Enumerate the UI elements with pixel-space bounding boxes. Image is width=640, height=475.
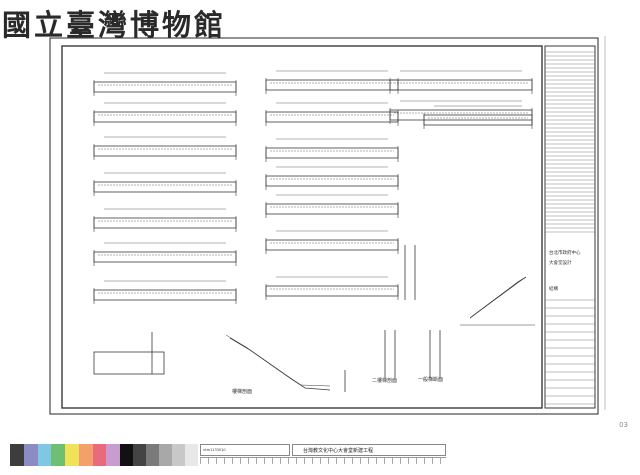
color-swatch xyxy=(51,444,65,466)
gray-swatch xyxy=(159,444,172,466)
catalog-id: ntm1133010 xyxy=(200,444,290,456)
beam-section xyxy=(265,175,399,187)
scale-ruler xyxy=(200,457,446,464)
grayscale-calibration-strip xyxy=(120,444,198,466)
beam-section xyxy=(265,239,399,251)
footer-caption: 台灣教文化中心大會堂新建工程 xyxy=(292,444,446,456)
color-swatch xyxy=(65,444,79,466)
beam-section xyxy=(93,217,237,229)
beam-section xyxy=(265,79,399,91)
title-block-line: 結構 xyxy=(549,285,558,292)
beam-section xyxy=(389,79,533,91)
beam-section xyxy=(93,111,237,123)
section-a-label: 樓梯剖面 xyxy=(232,388,252,395)
beam-section xyxy=(265,147,399,159)
page-number: 03 xyxy=(619,421,628,429)
color-swatch xyxy=(37,444,52,466)
beam-section xyxy=(265,111,399,123)
beam-section xyxy=(265,285,399,297)
beam-section xyxy=(93,181,237,193)
gray-swatch xyxy=(133,444,146,466)
gray-swatch xyxy=(172,444,185,466)
color-calibration-strip xyxy=(10,444,120,466)
color-swatch xyxy=(92,444,107,466)
beam-section xyxy=(93,289,237,301)
section-b-label: 二樓梯剖面 xyxy=(372,377,397,384)
gray-swatch xyxy=(120,444,133,466)
title-block-line: 大會堂設計 xyxy=(549,259,572,266)
beam-section xyxy=(93,81,237,93)
stair-detail-label: 一般梯斷面 xyxy=(418,376,443,383)
beam-section xyxy=(93,251,237,263)
color-swatch xyxy=(23,444,38,466)
color-swatch xyxy=(78,444,93,466)
beam-section xyxy=(265,203,399,215)
title-block-line: 台北市政府中心 xyxy=(549,249,581,256)
color-swatch xyxy=(10,444,24,466)
color-swatch xyxy=(106,444,120,466)
gray-swatch xyxy=(146,444,159,466)
beam-section xyxy=(93,145,237,157)
gray-swatch xyxy=(185,444,198,466)
museum-watermark: 國立臺灣博物館 xyxy=(2,8,227,42)
